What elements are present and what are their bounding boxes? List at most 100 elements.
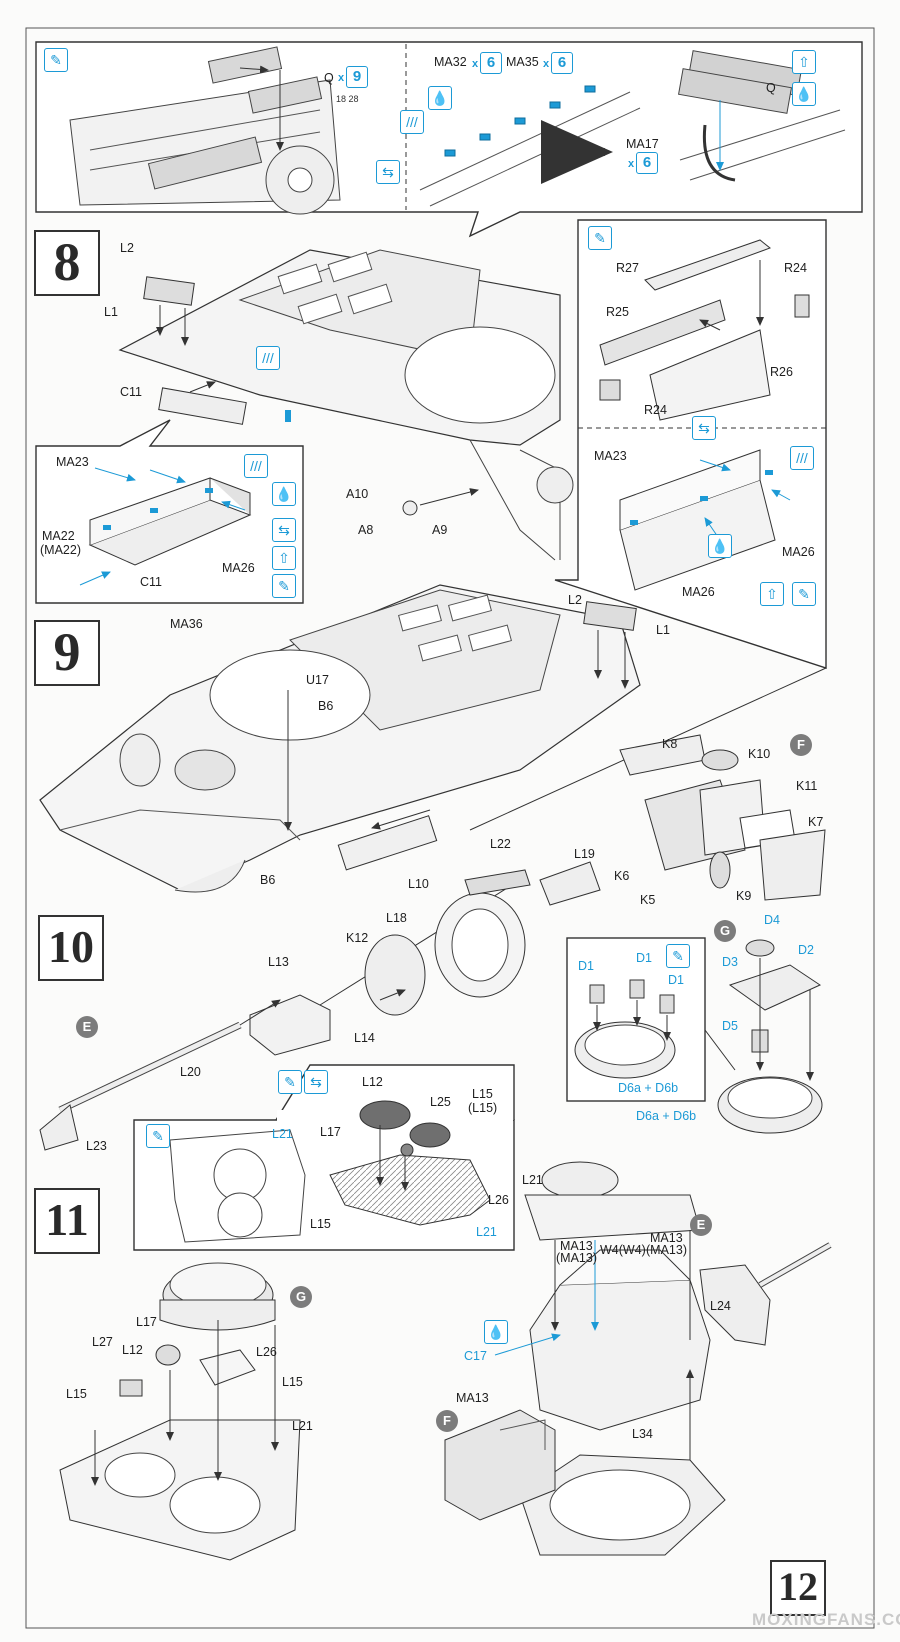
section-badge-F: F (790, 734, 812, 756)
label-L15: L15 (472, 1087, 493, 1101)
step-number-11: 11 (34, 1188, 100, 1254)
label-D2: D2 (798, 943, 814, 957)
label-L17: L17 (320, 1125, 341, 1139)
label-L18: L18 (386, 911, 407, 925)
label-L12-lower: L12 (122, 1343, 143, 1357)
label-L13: L13 (268, 955, 289, 969)
step8-left-inset (35, 419, 304, 604)
label-L26-lower: L26 (256, 1345, 277, 1359)
label-L20: L20 (180, 1065, 201, 1079)
photo-etch-icon: /// (256, 346, 280, 370)
glue-icon: ✎ (146, 1124, 170, 1148)
step11-turret-floor-inset (133, 1064, 515, 1251)
label-B6-lower: B6 (260, 873, 276, 887)
label-MA26-right: MA26 (782, 545, 815, 559)
label-D5: D5 (722, 1019, 738, 1033)
label-R24: R24 (784, 261, 807, 275)
section-badge-F-turret: F (436, 1410, 458, 1432)
label-K7: K7 (808, 815, 824, 829)
drop-cement-icon: 💧 (708, 534, 732, 558)
glue-icon: ✎ (792, 582, 816, 606)
photo-etch-icon: /// (790, 446, 814, 470)
label-A9: A9 (432, 523, 448, 537)
multiplier-x: x (338, 72, 345, 84)
label-MA32: MA32 (434, 55, 467, 69)
label-L34: L34 (632, 1427, 653, 1441)
label-L19: L19 (574, 847, 595, 861)
drop-cement-icon: 💧 (484, 1320, 508, 1344)
step10-gun-parts (39, 861, 601, 1151)
label-K11: K11 (796, 779, 818, 793)
step12-turret (444, 1161, 832, 1556)
label-A10: A10 (346, 487, 369, 501)
label-R25: R25 (606, 305, 629, 319)
label-MA36: MA36 (170, 617, 203, 631)
drop-cement-icon: 💧 (272, 482, 296, 506)
label-L21-plate: L21 (476, 1225, 497, 1239)
drop-cement-icon: 💧 (792, 82, 816, 106)
step11-turret-assembly (59, 1262, 301, 1561)
label-L26: L26 (488, 1193, 509, 1207)
label-K8: K8 (662, 737, 678, 751)
label-L15-alt: (L15) (468, 1101, 498, 1115)
ref-numbers: 18 28 (336, 94, 359, 104)
section-badge-E-turret: E (690, 1214, 712, 1236)
label-L21-lower: L21 (292, 1419, 313, 1433)
label-K12: K12 (346, 931, 369, 945)
fold-up-icon: ⇧ (792, 50, 816, 74)
label-K5: K5 (640, 893, 656, 907)
label-MA22-alt: (MA22) (40, 543, 81, 557)
label-B6: B6 (318, 699, 334, 713)
fold-up-icon: ⇧ (760, 582, 784, 606)
label-L15-left: L15 (66, 1387, 87, 1401)
label-MA13-a: MA13 (560, 1239, 593, 1253)
count-Q: 9 (346, 66, 368, 88)
count-MA17: 6 (636, 152, 658, 174)
label-D1-b: D1 (636, 951, 652, 965)
multiplier-x: x (543, 58, 550, 70)
alignment-icon: ⇆ (272, 518, 296, 542)
label-R27: R27 (616, 261, 639, 275)
glue-icon: ✎ (278, 1070, 302, 1094)
count-MA32: 6 (480, 52, 502, 74)
label-MA23-right: MA23 (594, 449, 627, 463)
label-R24-lower: R24 (644, 403, 667, 417)
label-L1: L1 (104, 305, 118, 319)
label-MA35: MA35 (506, 55, 539, 69)
label-L14: L14 (354, 1031, 375, 1045)
label-L25: L25 (430, 1095, 451, 1109)
glue-icon: ✎ (272, 574, 296, 598)
drop-cement-icon: 💧 (428, 86, 452, 110)
label-MA26-bottom: MA26 (682, 585, 715, 599)
label-C11-inset: C11 (140, 575, 163, 589)
label-MA13-c: MA13 (456, 1391, 489, 1405)
label-D3: D3 (722, 955, 738, 969)
label-L24: L24 (710, 1299, 731, 1313)
label-L12: L12 (362, 1075, 383, 1089)
glue-icon: ✎ (666, 944, 690, 968)
label-L15-right: L15 (282, 1375, 303, 1389)
label-L1-step9: L1 (656, 623, 670, 637)
label-L2-step9: L2 (568, 593, 582, 607)
label-MA26: MA26 (222, 561, 255, 575)
alignment-icon: ⇆ (376, 160, 400, 184)
label-MA22: MA22 (42, 529, 75, 543)
label-D1-a: D1 (578, 959, 594, 973)
step-number-12: 12 (770, 1560, 826, 1616)
watermark-text: MOXINGFANS.COM (752, 1610, 900, 1629)
fold-up-icon: ⇧ (272, 546, 296, 570)
label-MA17: MA17 (626, 137, 659, 151)
photo-etch-icon: /// (244, 454, 268, 478)
glue-icon: ✎ (588, 226, 612, 250)
label-MA13-a-alt: (MA13) (556, 1251, 597, 1265)
label-K9: K9 (736, 889, 752, 903)
top-detail-panel (35, 41, 863, 238)
label-D6-inset: D6a + D6b (618, 1081, 679, 1095)
alignment-icon: ⇆ (304, 1070, 328, 1094)
label-D1-c: D1 (668, 973, 684, 987)
glue-icon: ✎ (44, 48, 68, 72)
label-MA13-b: MA13 (650, 1231, 683, 1245)
step9-hull (39, 584, 827, 893)
multiplier-x: x (472, 58, 479, 70)
label-L17-lower: L17 (136, 1315, 157, 1329)
